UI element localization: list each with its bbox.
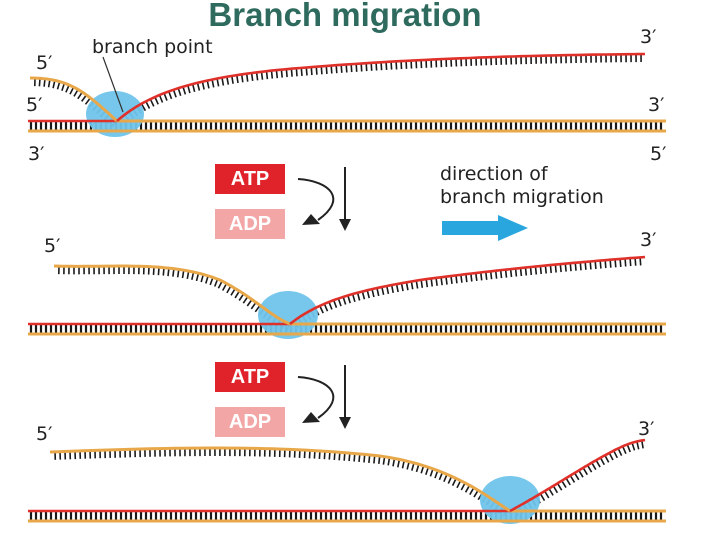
panel1-duplex-bottom-3prime: 3′ bbox=[28, 143, 45, 165]
curved-arrow-icon-2-stem-head bbox=[339, 417, 351, 429]
curved-arrow-icon-1-curve bbox=[297, 178, 335, 221]
adp-badge-1: ADP bbox=[215, 209, 285, 239]
panel2-duplex-base-pairs bbox=[29, 325, 663, 333]
direction-legend: direction of branch migration bbox=[440, 163, 604, 209]
panel3-invading-5prime: 5′ bbox=[36, 423, 53, 445]
panel1-duplex-top-5prime: 5′ bbox=[26, 94, 43, 116]
right-arrow-icon bbox=[442, 215, 528, 241]
atp-badge-2: ATP bbox=[215, 362, 285, 392]
panel1-duplex-top-3prime: 3′ bbox=[648, 94, 665, 116]
panel3-invading-strand bbox=[49, 446, 511, 513]
protein-layer bbox=[86, 91, 540, 524]
panel2-displaced-3prime: 3′ bbox=[640, 229, 657, 251]
panel3-invading-strand-bases bbox=[54, 447, 509, 517]
curved-arrow-icon-1-curve-head bbox=[302, 214, 320, 225]
strand-layer bbox=[28, 52, 666, 523]
panel1-invading-5prime: 5′ bbox=[36, 52, 53, 74]
curved-arrow-icon-2 bbox=[297, 365, 351, 429]
panel1-recA-protein bbox=[86, 91, 144, 137]
page-title: Branch migration bbox=[208, 0, 482, 33]
panel1-duplex-bottom-5prime: 5′ bbox=[650, 143, 667, 165]
panel3-displaced-3prime: 3′ bbox=[638, 418, 655, 440]
panel1-displaced-strand bbox=[116, 52, 646, 122]
adp-badge-2: ADP bbox=[215, 407, 285, 437]
direction-legend-line1: direction of bbox=[440, 163, 548, 185]
panel1-displaced-strand-bases bbox=[120, 53, 642, 125]
curved-arrow-icon-2-curve-head bbox=[302, 412, 320, 423]
panel3-displaced-strand bbox=[509, 438, 646, 513]
branch-point-label: branch point bbox=[92, 36, 213, 58]
panel2-invading-strand bbox=[53, 264, 291, 326]
arrow-layer bbox=[102, 56, 528, 429]
panel2-displaced-strand-bases bbox=[293, 257, 642, 328]
panel2-recA-protein bbox=[258, 291, 318, 339]
panel2-invading-5prime: 5′ bbox=[44, 235, 61, 257]
panel1-displaced-3prime: 3′ bbox=[640, 26, 657, 48]
panel2-displaced-strand bbox=[289, 255, 646, 326]
branch-point-pointer bbox=[102, 56, 124, 113]
direction-legend-line2: branch migration bbox=[440, 186, 604, 208]
panel1-invading-strand bbox=[30, 76, 118, 123]
curved-arrow-icon-1-stem-head bbox=[339, 219, 351, 231]
curved-arrow-icon-1 bbox=[297, 167, 351, 231]
atp-badge-1: ATP bbox=[215, 164, 285, 194]
panel3-duplex-base-pairs bbox=[29, 512, 663, 520]
curved-arrow-icon-2-curve bbox=[297, 376, 335, 419]
panel2-invading-strand-bases bbox=[58, 266, 291, 332]
